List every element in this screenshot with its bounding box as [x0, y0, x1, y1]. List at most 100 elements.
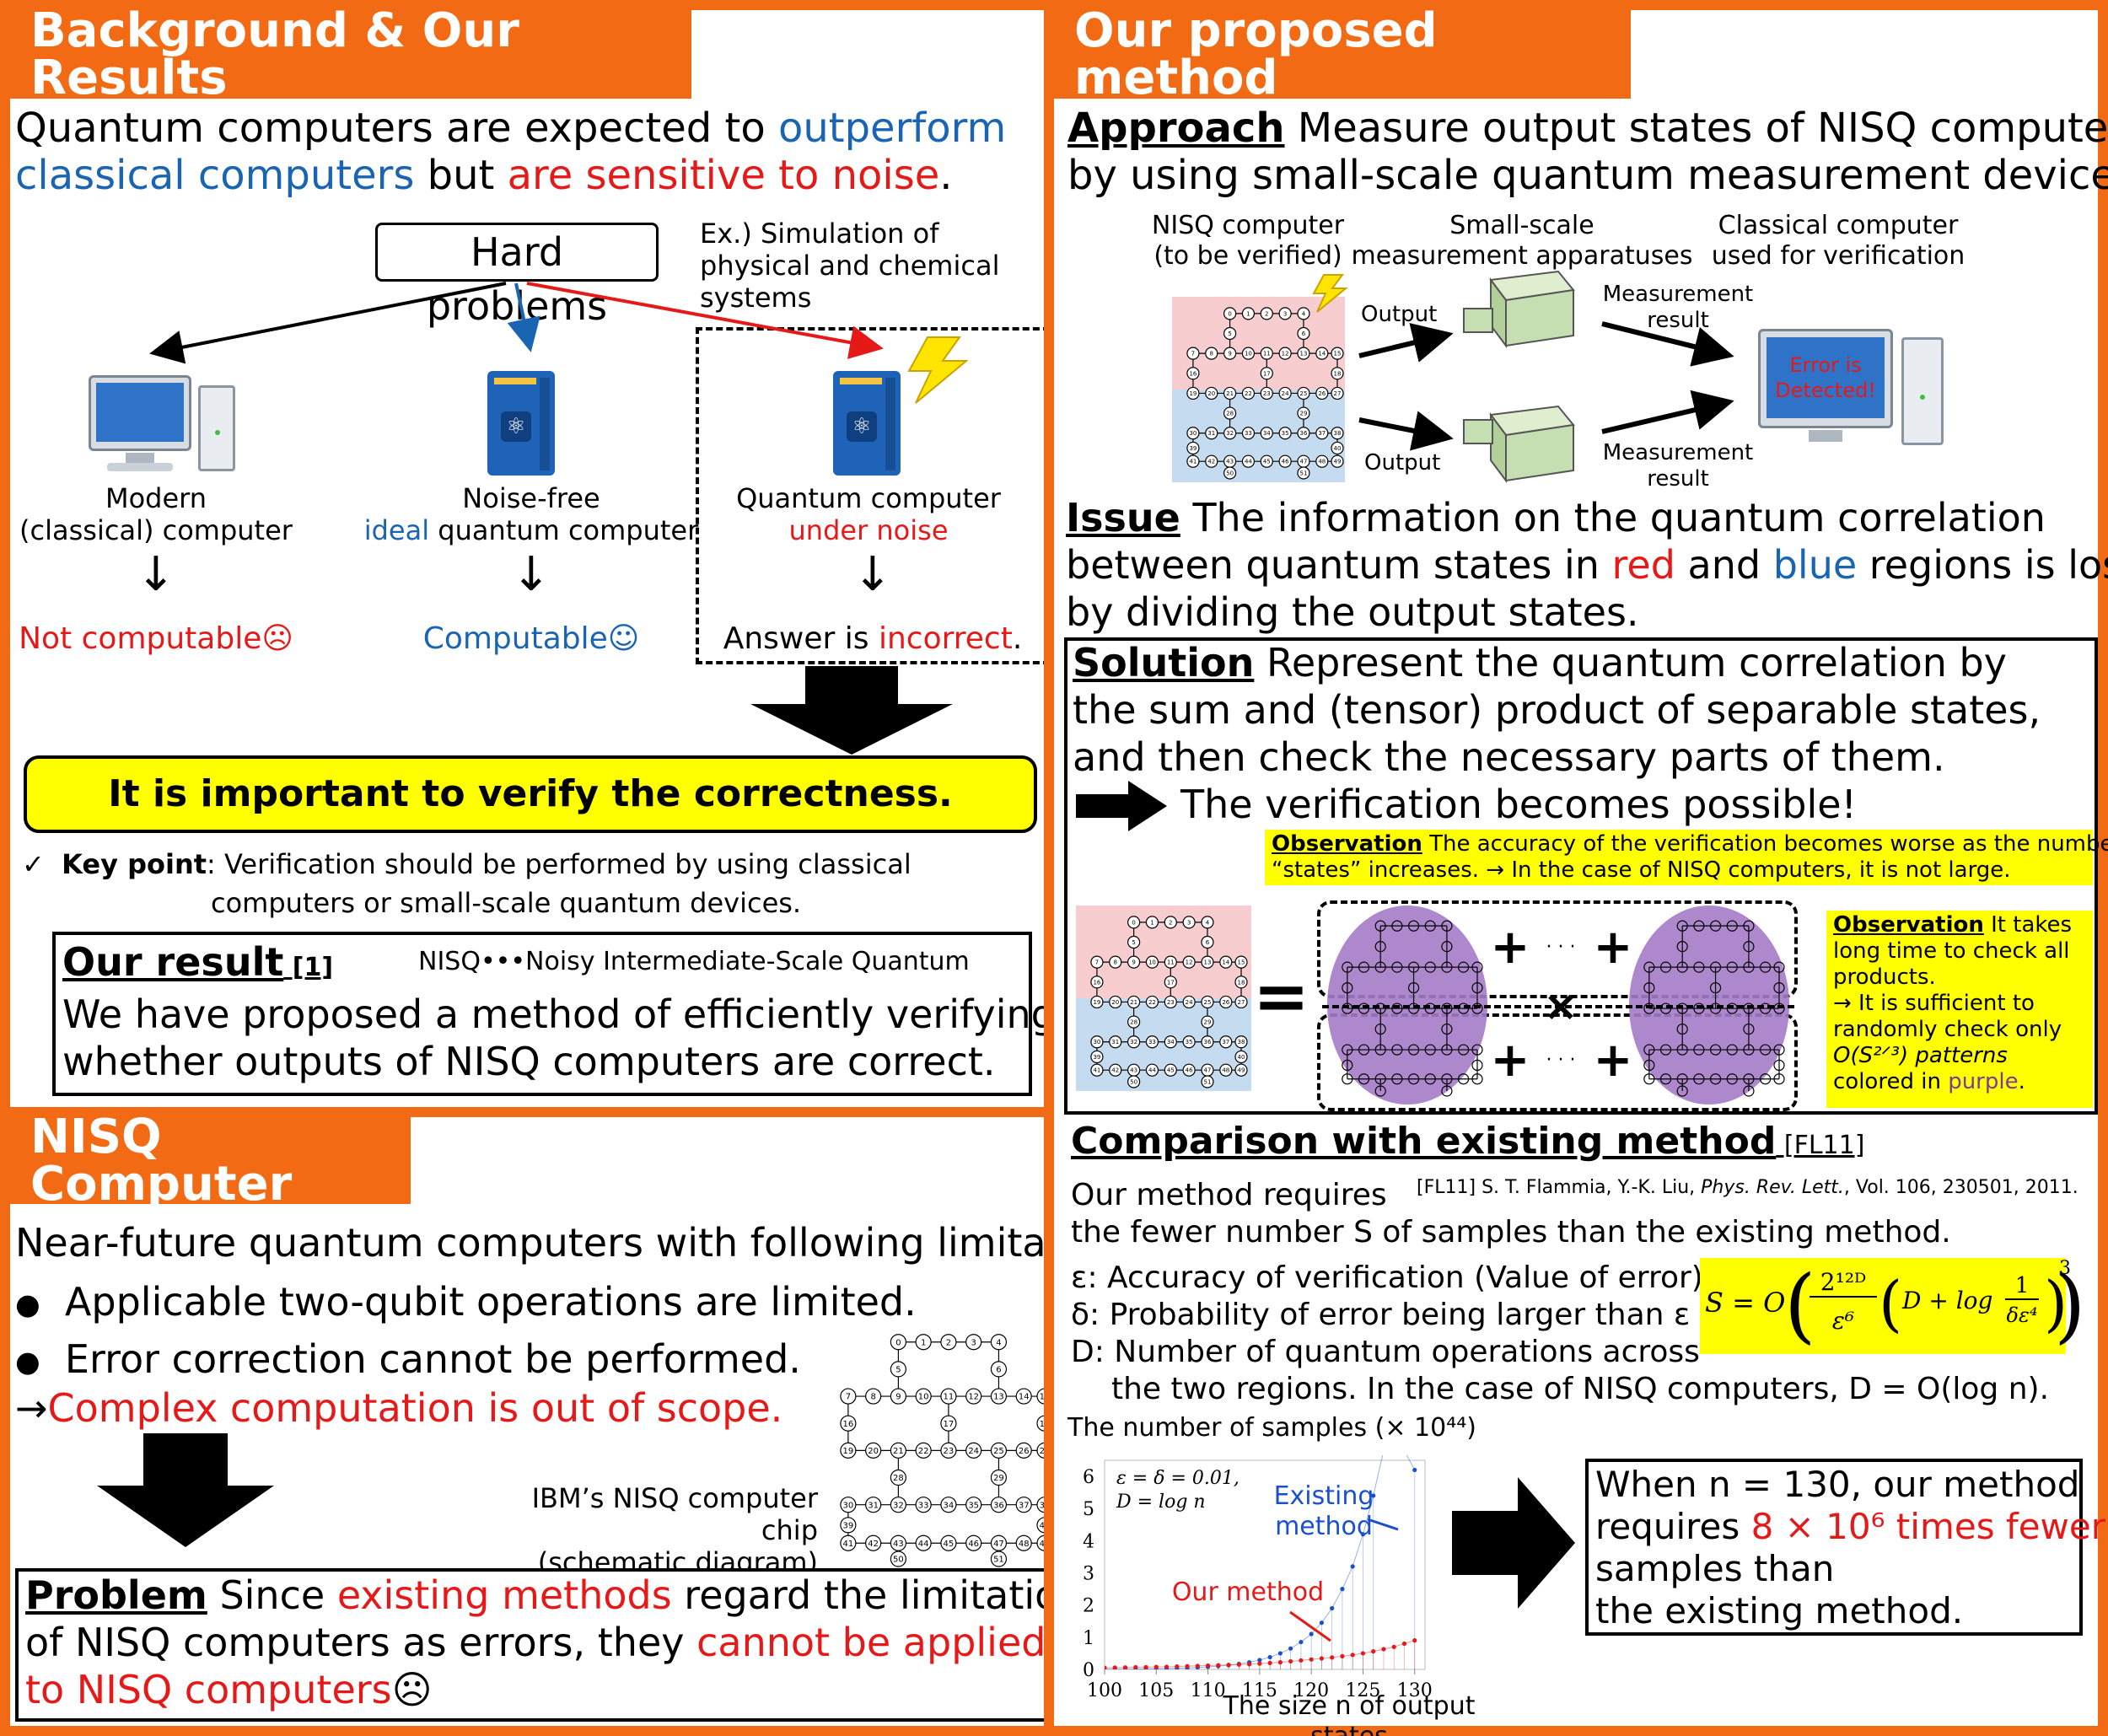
chip-qubit: 6 — [1297, 326, 1310, 341]
chip-qubit: 4 — [1201, 916, 1214, 929]
formula-paren-inner-close: ) — [2044, 1268, 2068, 1339]
chip-qubit: 6 — [990, 1361, 1008, 1378]
chip-qubit — [1471, 1073, 1483, 1085]
chip-qubit-label: 7 — [1191, 351, 1195, 357]
chip-qubit: 0 — [1223, 307, 1237, 320]
our-method-label: Our method — [1172, 1577, 1324, 1607]
chip-qubit — [1358, 961, 1370, 973]
chip-qubit: 37 — [1219, 1035, 1233, 1049]
chip-qubit: 46 — [1278, 454, 1292, 468]
chip-qubit — [1374, 961, 1386, 973]
chip-qubit — [1441, 1023, 1453, 1035]
chip-qubit: 4 — [990, 1334, 1008, 1351]
chip-qubit: 3 — [965, 1334, 982, 1351]
chip-qubit-label: 23 — [1263, 390, 1271, 397]
dots-top: · · · — [1546, 937, 1576, 958]
comparison-title: Comparison with existing method [FL11] — [1071, 1118, 1864, 1165]
chip-qubit: 47 — [990, 1534, 1008, 1551]
meas1-l2: result — [1647, 308, 1709, 333]
chip-qubit-label: 21 — [893, 1447, 904, 1456]
chip-qubit — [1659, 1073, 1672, 1085]
col1-l1: NISQ computer — [1151, 211, 1345, 240]
chip-qubit — [1743, 941, 1755, 953]
chart-params-l1: ε = δ = 0.01, — [1116, 1468, 1240, 1489]
purple-chip-1 — [1342, 920, 1483, 1097]
chip-qubit-label: 8 — [1114, 959, 1117, 966]
chip-qubit — [1407, 961, 1420, 973]
chip-qubit-label: 15 — [1334, 351, 1342, 357]
chip-qubit-label: 43 — [893, 1540, 904, 1549]
chip-qubit-label: 46 — [1186, 1067, 1193, 1074]
chip-qubit-label: 38 — [1238, 1039, 1245, 1045]
nisq-b2: Error correction cannot be performed. — [64, 1336, 801, 1382]
chip-qubit — [1458, 1073, 1470, 1085]
intro-text-b: outperform — [777, 105, 1007, 152]
def-d2: the two regions. In the case of NISQ com… — [1111, 1372, 2050, 1406]
chip-qubit-label: 19 — [843, 1447, 854, 1456]
chip-qubit-label: 19 — [1093, 999, 1100, 1006]
chip-qubit-label: 8 — [870, 1393, 875, 1402]
nisq-bullet-2: ● Error correction cannot be performed. — [15, 1336, 801, 1386]
chip-qubit — [1471, 1002, 1483, 1014]
chip-qubit-label: 11 — [1263, 351, 1271, 357]
formula-paren-open: ( — [1784, 1258, 1816, 1352]
chip-qubit: 29 — [1297, 406, 1310, 420]
series-point — [1309, 1657, 1314, 1662]
important-banner: It is important to verify the correctnes… — [24, 755, 1037, 833]
chip-qubit: 0 — [890, 1334, 907, 1351]
nisq-bullet-1: ● Applicable two-qubit operations are li… — [15, 1278, 917, 1329]
bullet-icon: ● — [15, 1287, 40, 1322]
obs2-l1: It takes — [1983, 912, 2073, 938]
chip-qubit-label: 33 — [1148, 1039, 1156, 1045]
series-point — [1267, 1660, 1272, 1665]
proposed-header: Our proposed method — [1054, 7, 1631, 101]
chip-qubit-label: 41 — [843, 1540, 854, 1549]
chip-qubit — [1709, 1044, 1722, 1056]
chip-qubit-label: 4 — [1302, 310, 1306, 317]
chip-qubit: 7 — [1090, 955, 1104, 969]
chip-qubit: 25 — [1201, 995, 1214, 1009]
our-pointer-arrow — [1289, 1610, 1331, 1642]
chip-qubit-label: 44 — [1245, 459, 1252, 465]
purple-divider — [1322, 1005, 1794, 1008]
chip-qubit: 50 — [1223, 466, 1237, 480]
decomp-red-region — [1076, 906, 1251, 998]
chip-qubit-label: 45 — [1263, 459, 1271, 465]
chip-qubit — [1458, 1002, 1470, 1014]
chip-qubit: 27 — [1331, 386, 1344, 400]
chip-qubit: 39 — [840, 1517, 857, 1534]
chip-qubit-label: 6 — [996, 1365, 1001, 1374]
chip-qubit-label: 25 — [1299, 390, 1307, 397]
not-computable-text: Not computable☹ — [19, 621, 293, 656]
formula-paren-close: ) — [2054, 1258, 2086, 1352]
obs2-title: Observation — [1833, 912, 1984, 938]
chip-qubit: 42 — [865, 1534, 882, 1551]
chip-qubit-label: 4 — [996, 1338, 1001, 1347]
obs2-l4: → It is sufficient to — [1833, 991, 2035, 1016]
chip-qubit: 31 — [865, 1497, 882, 1513]
chip-qubit: 25 — [990, 1442, 1008, 1459]
background-header-text: Background & Our Results — [30, 3, 519, 105]
chip-qubit-label: 35 — [968, 1501, 979, 1510]
nisq-header-text: NISQ Computer — [30, 1109, 293, 1212]
chip-qubit-label: 43 — [1130, 1067, 1137, 1074]
chip-qubit-label: 17 — [944, 1420, 955, 1429]
chip-qubit — [1342, 1044, 1353, 1056]
check-icon: ✓ — [22, 848, 45, 880]
chip-qubit-label: 29 — [1299, 411, 1307, 417]
right-arrow-icon — [1076, 781, 1167, 831]
chip-qubit — [1709, 1002, 1722, 1014]
chip-qubit-label: 39 — [1189, 445, 1197, 452]
chip-qubit-label: 2 — [946, 1338, 951, 1347]
chip-qubit-label: 6 — [1206, 939, 1210, 946]
series-point — [1340, 1653, 1345, 1658]
series-point — [1277, 1660, 1283, 1665]
issue-a: The information on the quantum correlati… — [1180, 495, 2046, 540]
incorrect-b: incorrect — [878, 621, 1013, 656]
nisq-b3b: Complex computation is out of scope. — [47, 1385, 783, 1431]
chip-qubit: 10 — [1145, 955, 1159, 969]
noisy-computer-label: Quantum computer under noise — [700, 482, 1037, 546]
chip-qubit: 35 — [1278, 427, 1292, 440]
